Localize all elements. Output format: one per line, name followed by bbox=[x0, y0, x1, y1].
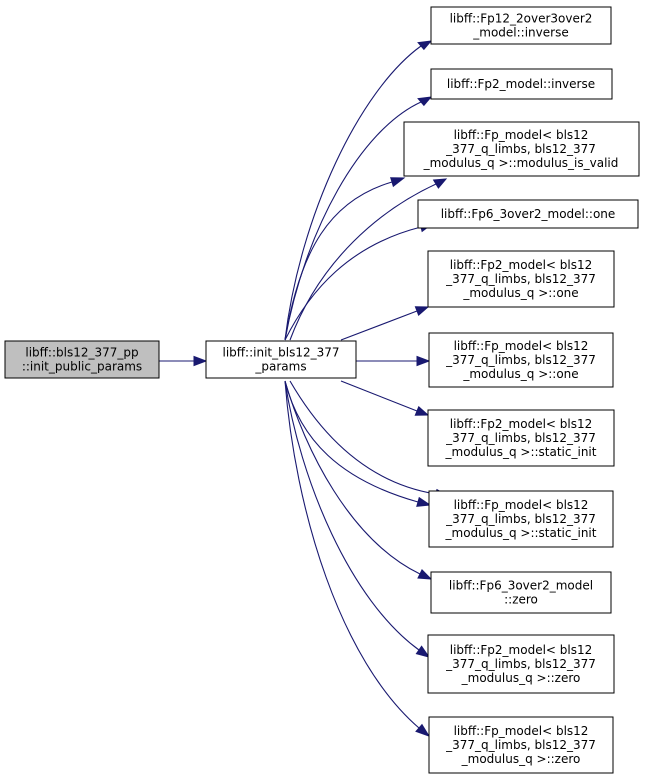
node-fp2-model-zero-label-line-1: libff::Fp2_model< bls12 bbox=[450, 643, 593, 657]
node-fp6-3over2-one-label-line-1: libff::Fp6_3over2_model::one bbox=[441, 207, 616, 221]
node-fp6-3over2-zero-label-line-2: ::zero bbox=[504, 593, 538, 607]
node-init-bls12-377-params-label-line-1: libff::init_bls12_377 bbox=[223, 346, 340, 360]
node-fp2-model-inverse-label-line-1: libff::Fp2_model::inverse bbox=[447, 77, 595, 91]
node-fp2-model-zero-box bbox=[427, 634, 615, 694]
node-fp6-3over2-zero-box bbox=[430, 571, 612, 614]
node-fp2-model-static-init-label-line-1: libff::Fp2_model< bls12 bbox=[450, 417, 593, 431]
node-fp2-model-one-box bbox=[427, 250, 615, 308]
node-fp-model-one-label-line-1: libff::Fp_model< bls12 bbox=[454, 339, 589, 353]
node-fp6-3over2-zero-label-line-1: libff::Fp6_3over2_model bbox=[449, 579, 593, 593]
node-fp-model-static-init-label-line-3: _modulus_q >::static_init bbox=[445, 526, 597, 540]
node-fp2-model-static-init-box bbox=[427, 409, 615, 467]
node-bls12-377-pp-init-public-params-label-line-1: libff::bls12_377_pp bbox=[25, 346, 138, 360]
node-fp-model-one-box bbox=[428, 332, 614, 388]
edge-to-fp6-one bbox=[284, 222, 434, 341]
node-fp-model-one[interactable]: libff::Fp_model< bls12_377_q_limbs, bls1… bbox=[428, 332, 614, 388]
node-bls12-377-pp-init-public-params[interactable]: libff::bls12_377_pp::init_public_params bbox=[4, 340, 160, 379]
node-fp12-2over3over2-inverse-box bbox=[430, 6, 612, 45]
node-fp2-model-one-label-line-2: _377_q_limbs, bls12_377 bbox=[445, 272, 596, 286]
node-fp6-3over2-zero[interactable]: libff::Fp6_3over2_model::zero bbox=[430, 571, 612, 614]
edge-to-fp6-zero bbox=[284, 380, 433, 580]
node-fp6-3over2-one[interactable]: libff::Fp6_3over2_model::one bbox=[417, 199, 639, 229]
node-fp12-2over3over2-inverse-label-line-2: _model::inverse bbox=[472, 26, 568, 40]
node-fp2-model-zero[interactable]: libff::Fp2_model< bls12_377_q_limbs, bls… bbox=[427, 634, 615, 694]
node-fp-model-modulus-is-valid-label-line-2: _377_q_limbs, bls12_377 bbox=[445, 142, 596, 156]
node-fp2-model-one[interactable]: libff::Fp2_model< bls12_377_q_limbs, bls… bbox=[427, 250, 615, 308]
node-fp12-2over3over2-inverse-label-line-1: libff::Fp12_2over3over2 bbox=[450, 12, 593, 26]
node-fp2-model-zero-label-line-2: _377_q_limbs, bls12_377 bbox=[445, 657, 596, 671]
node-bls12-377-pp-init-public-params-label-line-2: ::init_public_params bbox=[22, 360, 142, 374]
edge-to-fp12-inverse bbox=[284, 40, 433, 341]
node-fp-model-static-init-box bbox=[428, 490, 614, 548]
edge-init-public-params-to-init-bls12-377-params bbox=[159, 355, 208, 367]
edge-to-fp-one bbox=[356, 355, 431, 367]
node-fp-model-modulus-is-valid[interactable]: libff::Fp_model< bls12_377_q_limbs, bls1… bbox=[403, 121, 640, 177]
node-fp-model-one-label-line-3: _modulus_q >::one bbox=[462, 367, 578, 381]
edge-to-fp-zero bbox=[284, 380, 431, 737]
node-fp-model-zero-label-line-1: libff::Fp_model< bls12 bbox=[454, 724, 589, 738]
node-fp-model-zero-box bbox=[428, 716, 614, 774]
edge-to-fp-modulus-is-valid-lower bbox=[289, 178, 448, 341]
node-fp2-model-inverse[interactable]: libff::Fp2_model::inverse bbox=[430, 68, 613, 100]
node-init-bls12-377-params-label-line-2: _params bbox=[254, 360, 306, 374]
node-init-bls12-377-params[interactable]: libff::init_bls12_377_params bbox=[205, 340, 357, 379]
node-fp-model-zero-label-line-3: _modulus_q >::zero bbox=[461, 752, 581, 766]
node-fp2-model-static-init-label-line-2: _377_q_limbs, bls12_377 bbox=[445, 431, 596, 445]
edge-to-fp-modulus-is-valid-upper bbox=[284, 177, 406, 341]
node-fp2-model-inverse-box bbox=[430, 68, 613, 100]
edge-to-fp2-static-init bbox=[340, 380, 430, 416]
node-fp12-2over3over2-inverse[interactable]: libff::Fp12_2over3over2_model::inverse bbox=[430, 6, 612, 45]
node-fp2-model-one-label-line-1: libff::Fp2_model< bls12 bbox=[450, 258, 593, 272]
node-fp-model-modulus-is-valid-label-line-3: _modulus_q >::modulus_is_valid bbox=[423, 156, 619, 170]
node-fp2-model-zero-label-line-3: _modulus_q >::zero bbox=[461, 671, 581, 685]
node-fp-model-static-init[interactable]: libff::Fp_model< bls12_377_q_limbs, bls1… bbox=[428, 490, 614, 548]
node-init-bls12-377-params-box bbox=[205, 340, 357, 379]
node-fp-model-static-init-label-line-1: libff::Fp_model< bls12 bbox=[454, 498, 589, 512]
node-fp2-model-static-init[interactable]: libff::Fp2_model< bls12_377_q_limbs, bls… bbox=[427, 409, 615, 467]
node-fp2-model-static-init-label-line-3: _modulus_q >::static_init bbox=[445, 445, 597, 459]
node-fp-model-modulus-is-valid-box bbox=[403, 121, 640, 177]
node-fp6-3over2-one-box bbox=[417, 199, 639, 229]
edge-to-fp2-zero bbox=[284, 380, 431, 658]
node-bls12-377-pp-init-public-params-box bbox=[4, 340, 160, 379]
node-fp-model-modulus-is-valid-label-line-1: libff::Fp_model< bls12 bbox=[454, 128, 589, 142]
node-fp2-model-one-label-line-3: _modulus_q >::one bbox=[462, 286, 578, 300]
node-fp-model-one-label-line-2: _377_q_limbs, bls12_377 bbox=[445, 353, 596, 367]
node-fp-model-static-init-label-line-2: _377_q_limbs, bls12_377 bbox=[445, 512, 596, 526]
edge-to-fp2-one bbox=[340, 306, 430, 341]
node-fp-model-zero[interactable]: libff::Fp_model< bls12_377_q_limbs, bls1… bbox=[428, 716, 614, 774]
node-fp-model-zero-label-line-2: _377_q_limbs, bls12_377 bbox=[445, 738, 596, 752]
